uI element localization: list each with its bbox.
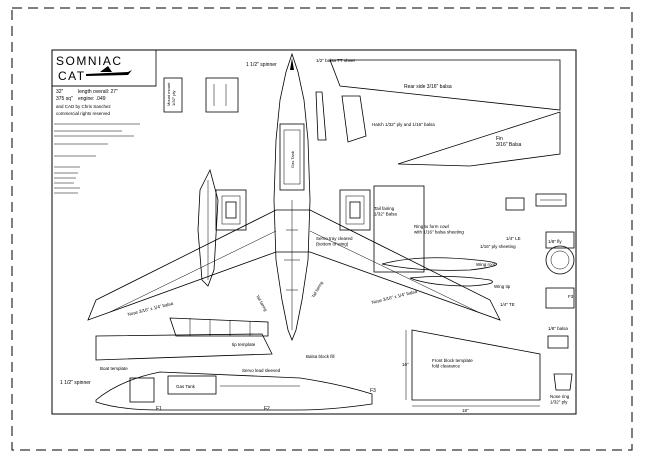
title-name-line2: CAT — [58, 69, 86, 83]
servo-box-right — [339, 189, 371, 231]
boat-template-label: Boat template — [100, 366, 128, 371]
small-box-a — [505, 197, 525, 211]
svg-text:Mount mount1/32" ply: Mount mount1/32" ply — [166, 82, 176, 106]
spar-right-label: Nose 3/16" x 1/4" balsa — [371, 289, 418, 305]
rear-side-label: Rear side 3/16" balsa — [404, 84, 452, 90]
wing-root-label: Wing root — [476, 262, 496, 267]
tip-template-label: tip template — [232, 342, 256, 347]
fin-strip — [315, 91, 327, 141]
gas-tank-side-label: Gas Tank — [176, 384, 196, 389]
mount-box: Mount mount1/32" ply — [163, 77, 183, 113]
design-credit: and CAD by Chris Sanchez — [56, 104, 112, 109]
servo-box-left — [215, 189, 247, 231]
hatch-panel: Hatch 1/32" ply and 1/16" balsa — [341, 95, 435, 143]
f3-box: F3 — [545, 287, 575, 309]
le-label: 1/4" LE — [506, 236, 521, 241]
inner-border — [51, 49, 577, 415]
notes-block — [54, 123, 140, 194]
detail-plate — [205, 77, 239, 113]
spinner-side-label: 1 1/2" spinner — [60, 380, 91, 386]
spec-b-label: engine: .049 — [78, 96, 106, 102]
f3-small-box — [547, 335, 569, 349]
f3-label: F3 — [370, 388, 376, 394]
wing-tip-label: Wing tip — [494, 284, 511, 289]
dim-left-label: 16" — [402, 362, 409, 367]
rear-side-panel: Rear side 3/16" balsa — [329, 59, 561, 111]
title-name-line1: SOMNIAC — [56, 54, 123, 68]
title-block: SOMNIAC CAT 32" length overall: 27" 375 … — [51, 49, 157, 194]
spinner-top-label: 1 1/2" spinner — [246, 62, 277, 68]
hatch-label: Hatch 1/32" ply and 1/16" balsa — [372, 122, 435, 127]
servo-lead-label: Servo lead sleeved — [242, 368, 281, 373]
wing-root-airfoil — [381, 257, 497, 271]
balsa-block-label: Balsa block fill — [306, 354, 335, 359]
te-label: 1/4" TE — [500, 302, 515, 307]
wing-tip-airfoil — [409, 276, 493, 287]
tail-fairing-label-right: Tail fairing — [311, 280, 324, 298]
spec-a-label: length overall: 27" — [78, 89, 118, 95]
f1-box: 1/8" fly — [545, 231, 575, 249]
title-subtitle: commercial rights reserved — [56, 111, 111, 116]
f3-box-label: F3 — [568, 294, 574, 299]
spec-b-value: 375 sq" — [56, 96, 73, 102]
tail-fairing-label-left: Tail fairing — [255, 294, 268, 312]
ring-part — [545, 245, 575, 275]
ply-balsa-label: 1/8" balsa — [548, 326, 568, 331]
dim-bottom-label: 18" — [462, 408, 469, 413]
sheeting-label: 1/16" ply sheeting — [480, 244, 516, 249]
blade-left — [197, 168, 219, 287]
gas-tank-label: Gas Tank — [290, 151, 295, 168]
f1-box-label: 1/8" fly — [548, 239, 562, 244]
main-wing — [87, 209, 501, 321]
jet-logo-icon — [86, 66, 132, 76]
fuselage-side-view: Gas Tank — [95, 371, 373, 411]
f2-label: F2 — [264, 406, 270, 412]
outer-dashed-border — [11, 7, 633, 451]
small-box-b — [535, 193, 567, 207]
servo-tray-label: Servo tray cleared(bottom of wing) — [316, 236, 353, 246]
balsa-tt-sheet-label: 1/2" balsa TT sheet — [316, 58, 355, 63]
boat-template: Boat template — [95, 333, 273, 371]
tip-template: tip template — [169, 317, 269, 347]
fuselage-top-view: Gas Tank — [273, 52, 311, 342]
spec-a-value: 32" — [56, 89, 64, 95]
f1-label: F1 — [156, 406, 162, 412]
